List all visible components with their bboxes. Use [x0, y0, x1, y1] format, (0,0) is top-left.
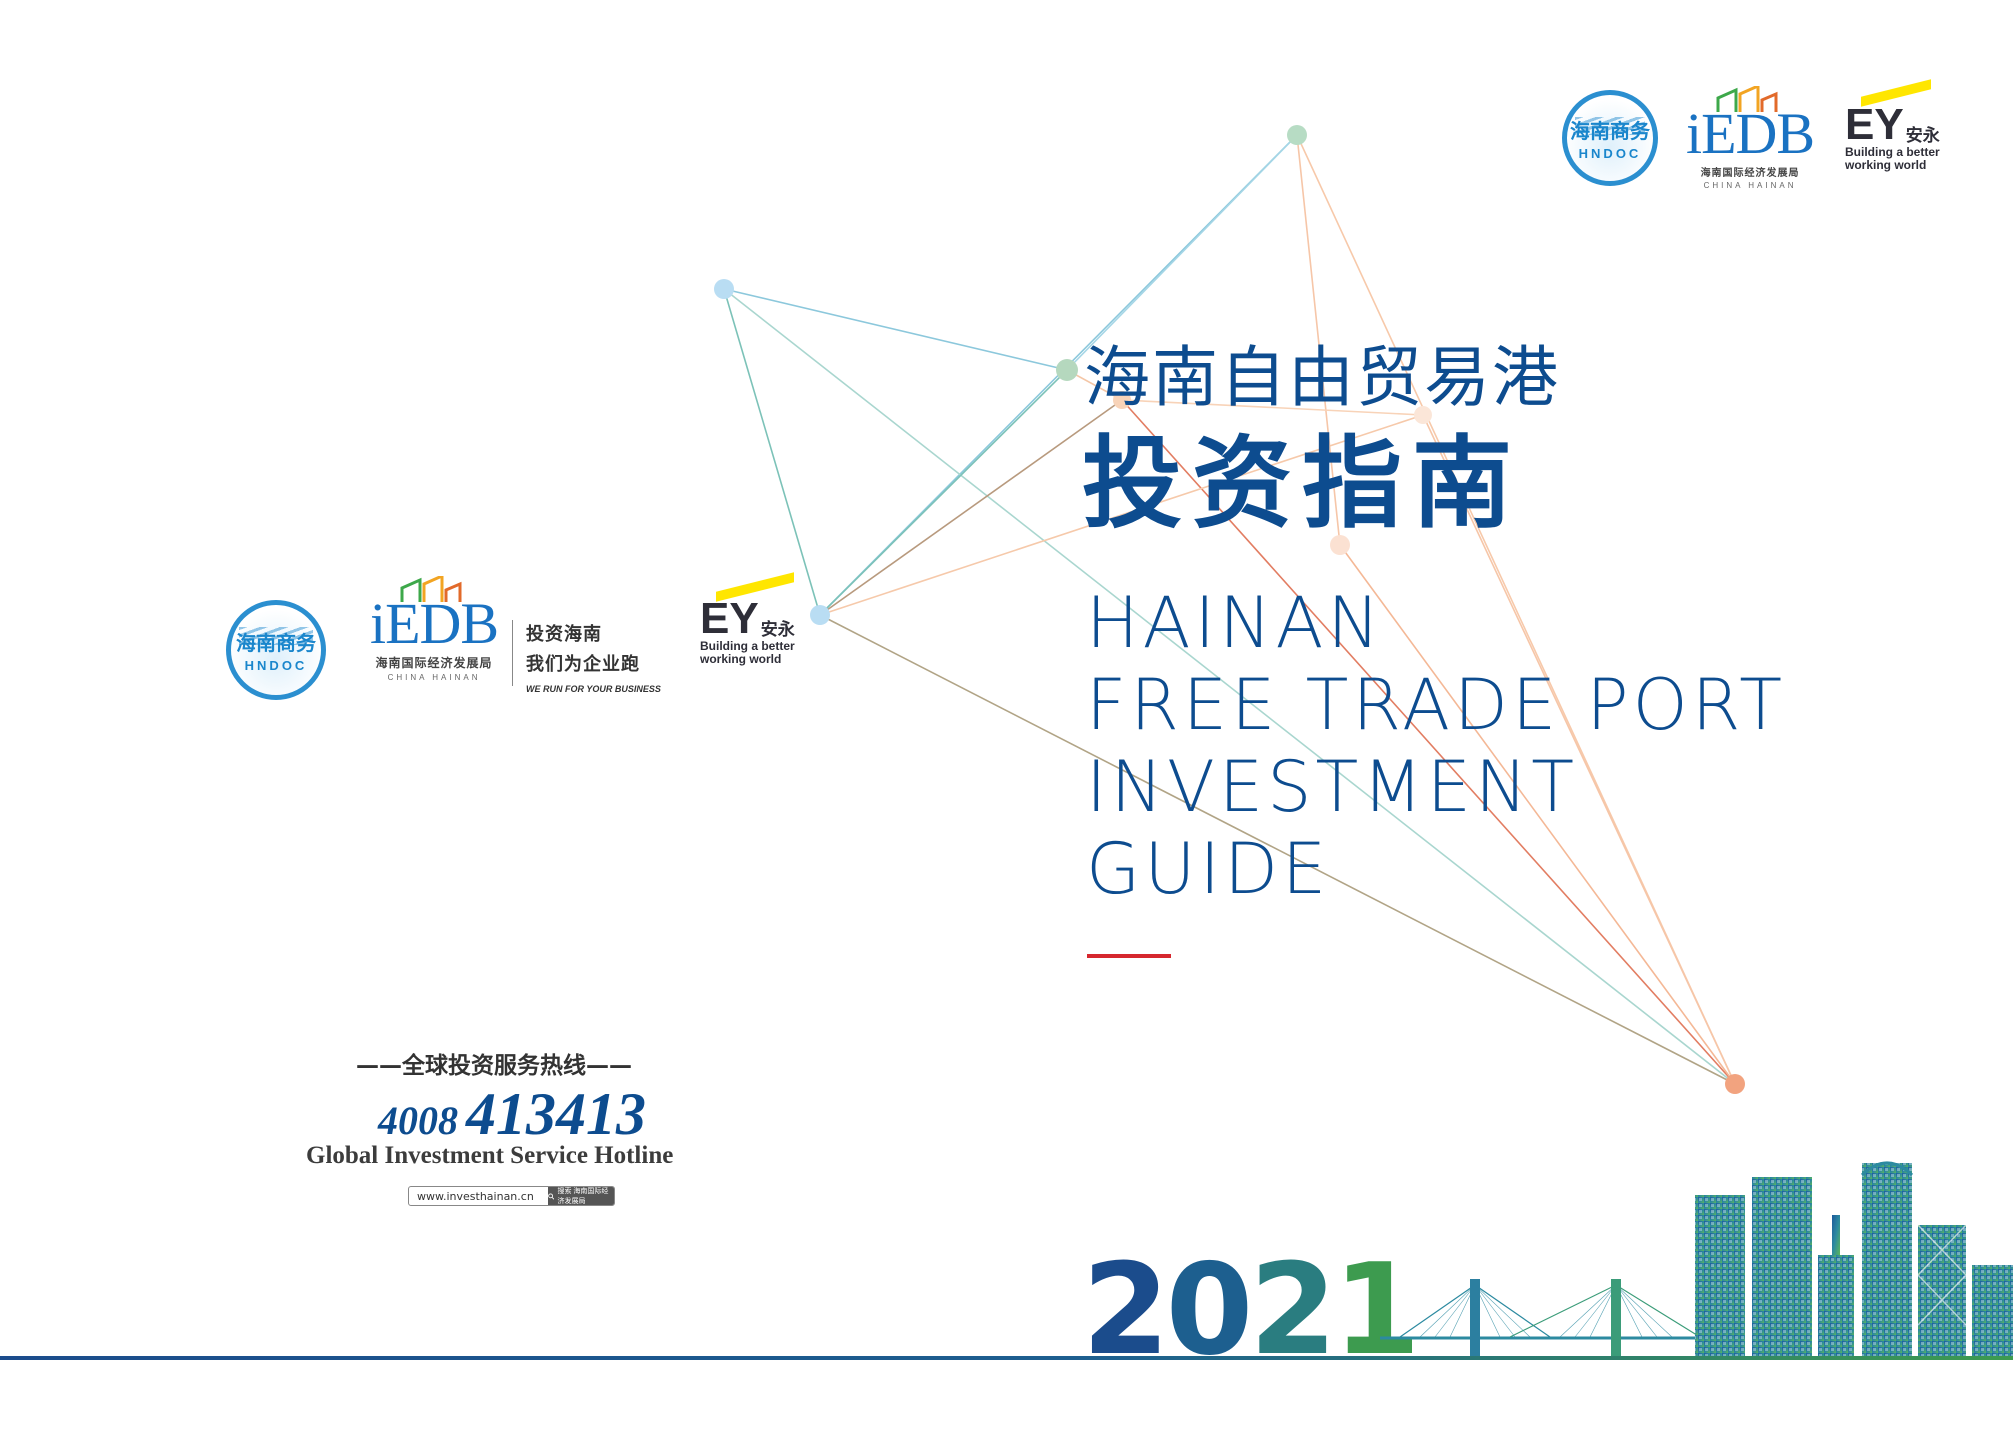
hotline-label-en: Global Investment Service Hotline [306, 1142, 674, 1169]
search-button[interactable]: 搜索 海南国际经济发展局 [548, 1187, 614, 1205]
network-node [1056, 359, 1078, 381]
hndoc-logo-en: HNDOC [244, 658, 308, 673]
city-skyline-illustration [1380, 1161, 2013, 1360]
network-node [1330, 535, 1350, 555]
website-search-box[interactable]: www.investhainan.cn 搜索 海南国际经济发展局 [408, 1186, 615, 1206]
network-line [819, 399, 1123, 616]
year-digit: 1 [1333, 1236, 1421, 1383]
year-digit: 2 [1249, 1236, 1337, 1383]
ey-tagline-1: Building a better [1845, 145, 1940, 159]
iedb-logo-mark: iEDB [1686, 101, 1815, 166]
hndoc-logo-text: 海南商务 [236, 631, 316, 655]
year-digit: 2 [1082, 1236, 1170, 1383]
iedb-logo-sub: 海南国际经济发展局 [1700, 168, 1800, 179]
title-en: HAINAN FREE TRADE PORT INVESTMENT GUIDE [1086, 582, 1786, 910]
network-line [819, 369, 1068, 616]
title-en-line: INVESTMENT [1086, 746, 1579, 828]
network-line [1121, 399, 1736, 1085]
search-button-label: 搜索 海南国际经济发展局 [557, 1188, 609, 1205]
network-line [1296, 134, 1341, 546]
network-line [1339, 544, 1736, 1085]
network-line [1066, 134, 1298, 371]
network-line [723, 288, 821, 616]
building-roof-icon [400, 576, 462, 602]
iedb-slogan: 投资海南 我们为企业跑 WE RUN FOR YOUR BUSINESS [526, 620, 661, 694]
ey-tagline-2: working world [1845, 158, 1927, 172]
bottom-rule [0, 1356, 2013, 1360]
bridge-icon [1380, 1279, 1701, 1359]
title-cn-line2: 投资指南 [1082, 425, 1522, 542]
iedb-logo-top: iEDB 海南国际经济发展局 CHINA HAINAN [1686, 86, 1815, 190]
network-node [1113, 391, 1131, 409]
year-digit: 0 [1165, 1236, 1254, 1383]
year: 2021 [1082, 1245, 1421, 1375]
website-url: www.investhainan.cn [417, 1189, 534, 1203]
ey-logo-mark: EY [700, 594, 759, 643]
ey-tagline-1: Building a better [700, 639, 795, 653]
network-node [1725, 1074, 1745, 1094]
network-node [714, 279, 734, 299]
network-line [819, 414, 1424, 616]
network-line [819, 614, 1736, 1085]
logo-divider [512, 620, 513, 686]
iedb-logo: iEDB 海南国际经济发展局 CHINA HAINAN [370, 576, 499, 682]
network-line [723, 288, 1736, 1085]
accent-rule [1087, 954, 1171, 958]
iedb-logo-mark: iEDB [370, 591, 499, 656]
ey-logo-mark: EY [1845, 100, 1904, 149]
network-line [1422, 414, 1736, 1085]
hndoc-logo-en: HNDOC [1578, 146, 1642, 161]
network-line [723, 288, 1068, 371]
hotline-label-cn: ——全球投资服务热线—— [356, 1053, 632, 1079]
slogan-line-3: WE RUN FOR YOUR BUSINESS [526, 684, 661, 694]
ey-logo: EY 安永 Building a better working world [700, 572, 795, 666]
hndoc-logo: 海南商务 HNDOC [226, 600, 326, 700]
building-roof-icon [1716, 86, 1778, 112]
title-en-line: HAINAN [1086, 582, 1384, 664]
iedb-logo-sub: 海南国际经济发展局 [375, 656, 493, 670]
iedb-logo-sub2: CHINA HAINAN [1703, 181, 1797, 190]
ey-tagline-2: working world [700, 652, 782, 666]
hotline-number-part1: 4008 [378, 1098, 458, 1143]
ey-logo-cn: 安永 [760, 620, 795, 640]
title-en-line: GUIDE [1086, 828, 1331, 910]
hndoc-logo-text: 海南商务 [1570, 119, 1650, 143]
search-icon [548, 1192, 555, 1200]
network-node [1414, 406, 1432, 424]
title-en-line: FREE TRADE PORT [1086, 664, 1787, 746]
ey-logo-top: EY 安永 Building a better working world [1845, 79, 1940, 172]
network-node [1287, 125, 1307, 145]
slogan-line-1: 投资海南 [526, 624, 602, 645]
buildings-icon [1695, 1161, 2013, 1360]
iedb-logo-sub2: CHINA HAINAN [387, 673, 481, 682]
ey-logo-cn: 安永 [1905, 126, 1940, 146]
network-node [810, 605, 830, 625]
hotline-number-part2: 413413 [466, 1081, 646, 1147]
slogan-line-2: 我们为企业跑 [526, 654, 640, 675]
network-line [1121, 399, 1424, 416]
hndoc-logo-top: 海南商务 HNDOC [1562, 90, 1658, 186]
title-cn-line1: 海南自由贸易港 [1084, 339, 1560, 416]
